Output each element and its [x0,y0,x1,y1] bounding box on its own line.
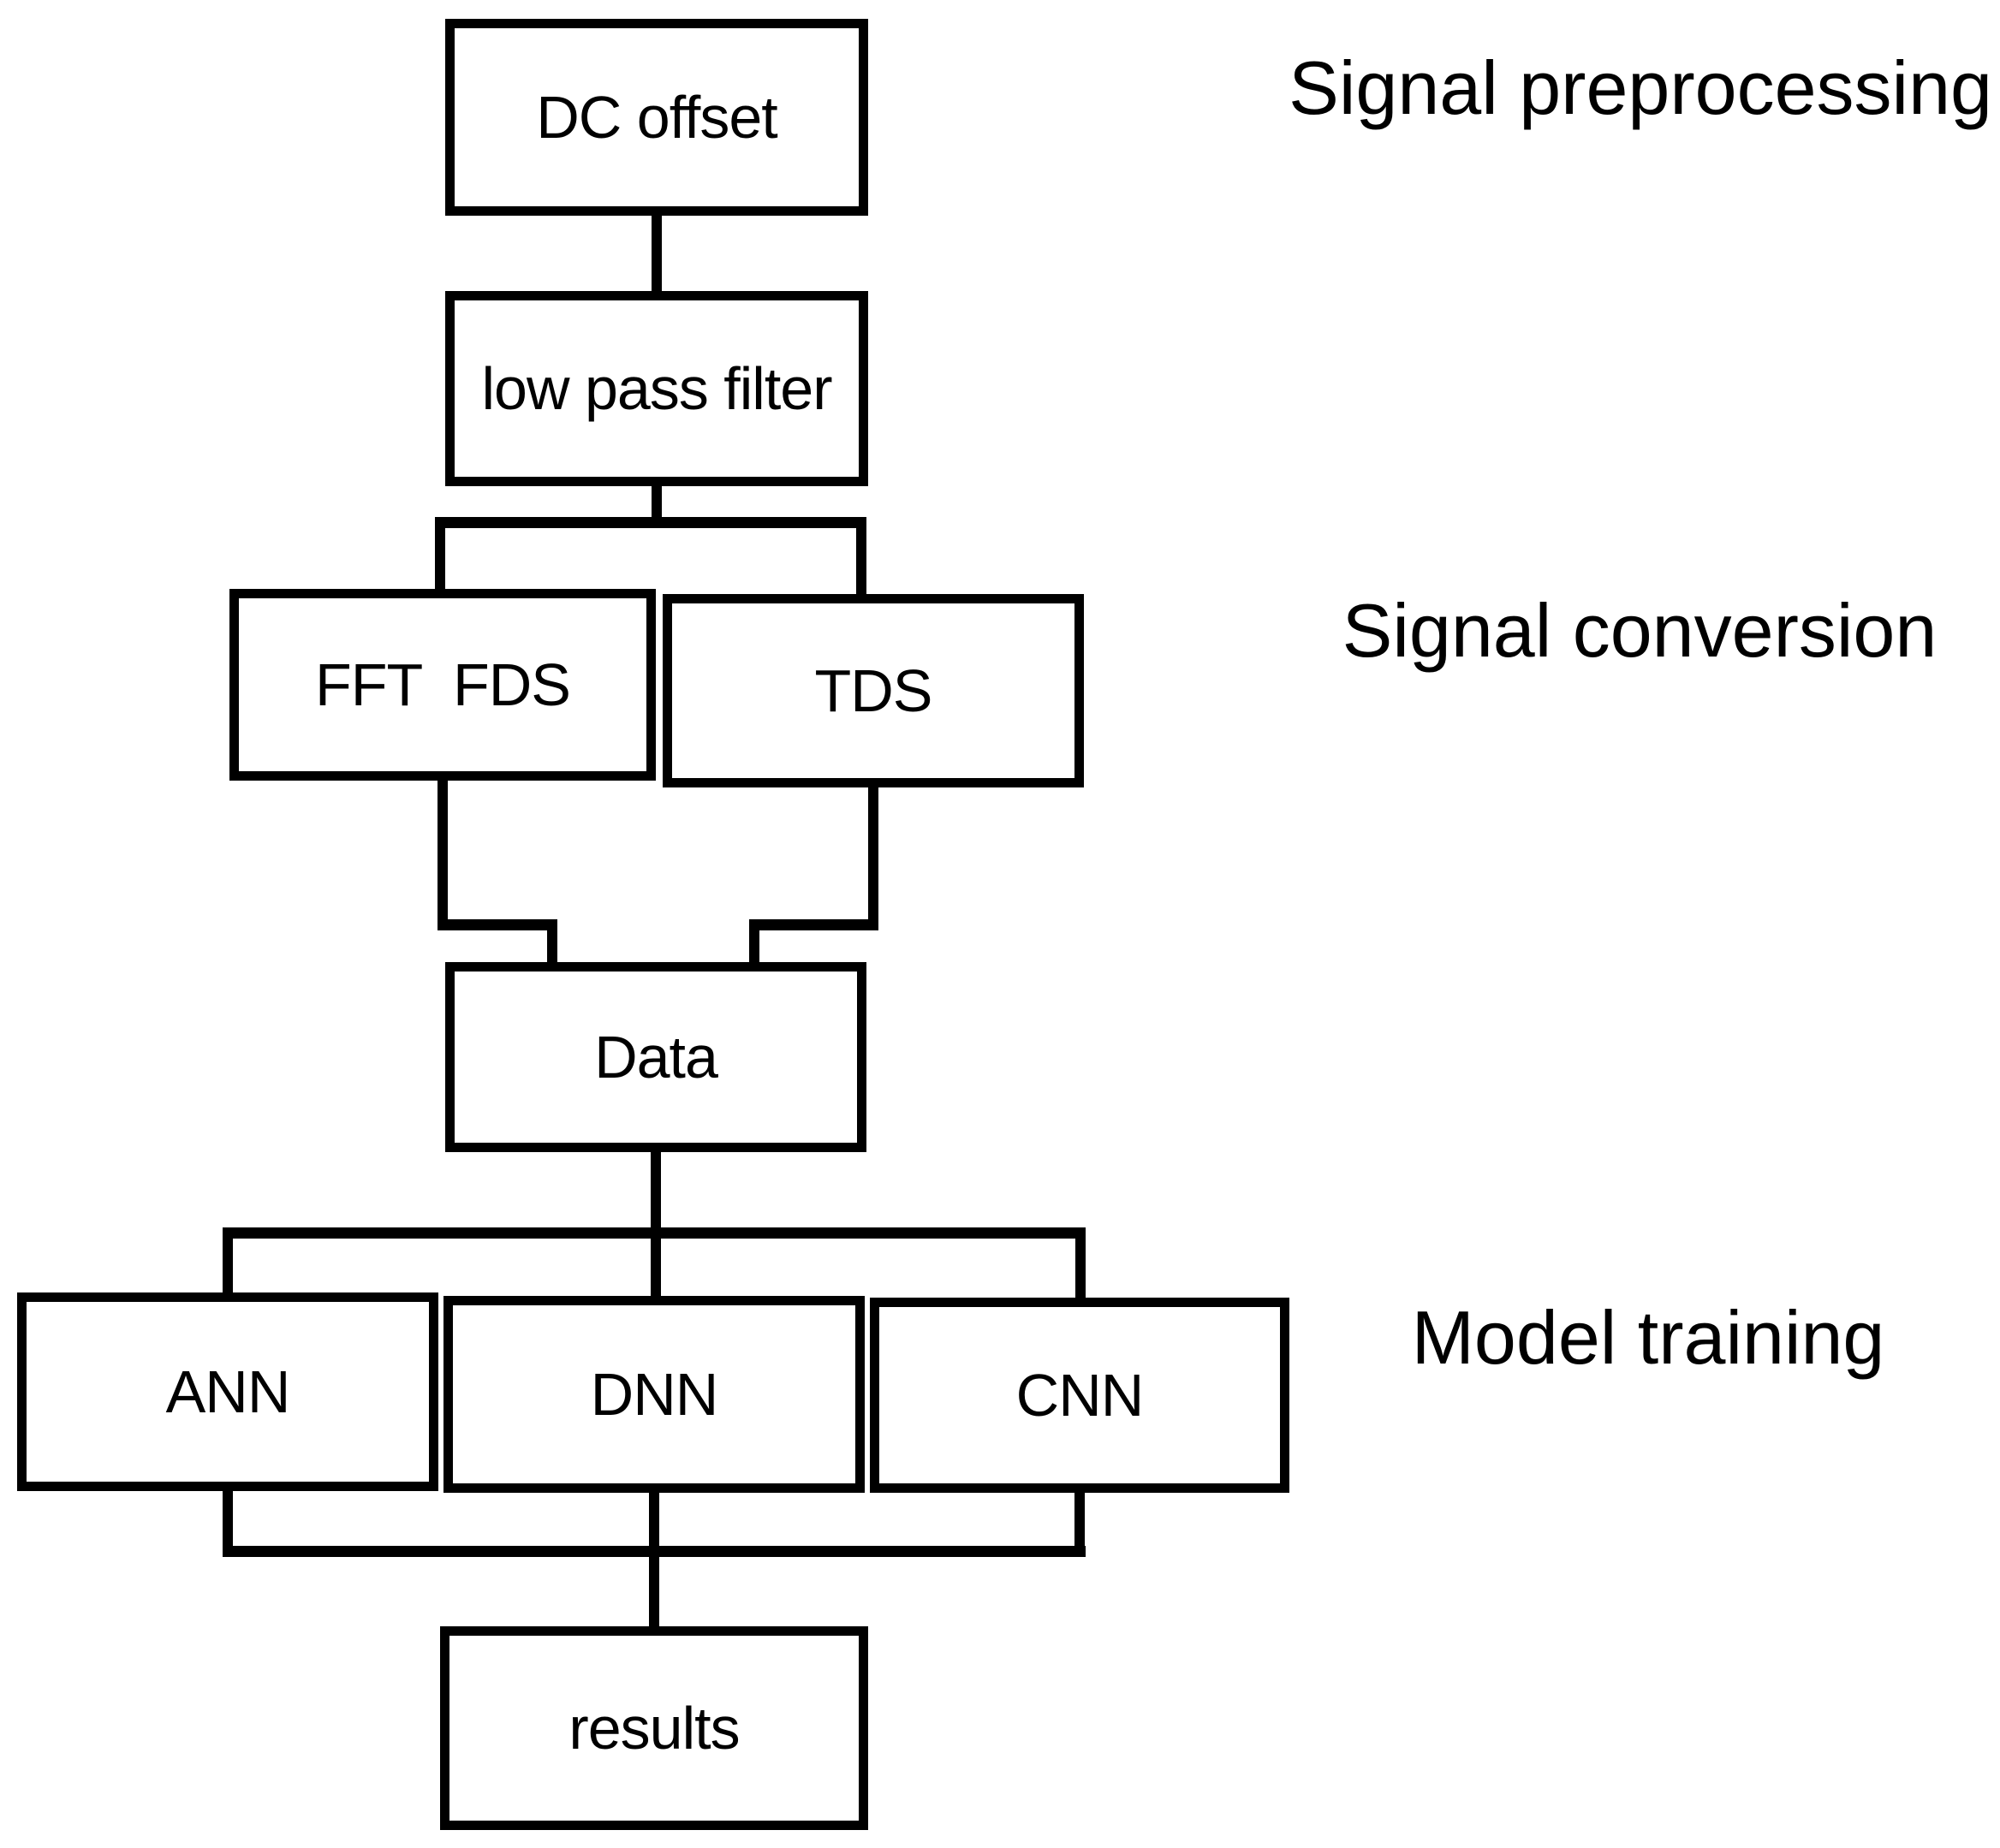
node-fft-fds: FFT FDS [229,589,656,781]
connector-dc-to-lowpass [652,216,662,298]
connector-dnn-to-results [649,1493,659,1630]
jog-left-drop [547,919,557,969]
node-cnn: CNN [870,1298,1289,1493]
connector-tds-down [868,787,878,926]
fanout-left-drop [223,1227,233,1299]
split-bar-signal-conversion [435,517,866,528]
merge-bar-results [223,1546,1086,1557]
node-tds: TDS [663,594,1084,787]
jog-right-drop [749,919,759,969]
stage-label-signal-preprocessing: Signal preprocessing [1289,45,1992,130]
fanout-right-drop [1075,1227,1086,1304]
node-low-pass-filter: low pass filter [445,291,868,486]
jog-right-bar [749,919,878,930]
node-results: results [440,1626,868,1830]
fanout-bar-model-training [223,1227,1086,1239]
connector-cnn-down [1074,1493,1085,1553]
node-data: Data [445,962,866,1152]
connector-ann-down [223,1491,233,1553]
split-left-drop [435,517,445,598]
connector-fft-down [438,781,448,926]
node-dc-offset: DC offset [445,19,868,216]
stage-label-signal-conversion: Signal conversion [1342,588,1938,673]
node-dnn: DNN [443,1296,865,1493]
stage-label-model-training: Model training [1411,1295,1885,1380]
node-ann: ANN [17,1292,438,1491]
jog-left-bar [438,919,557,930]
split-right-drop [856,517,866,603]
